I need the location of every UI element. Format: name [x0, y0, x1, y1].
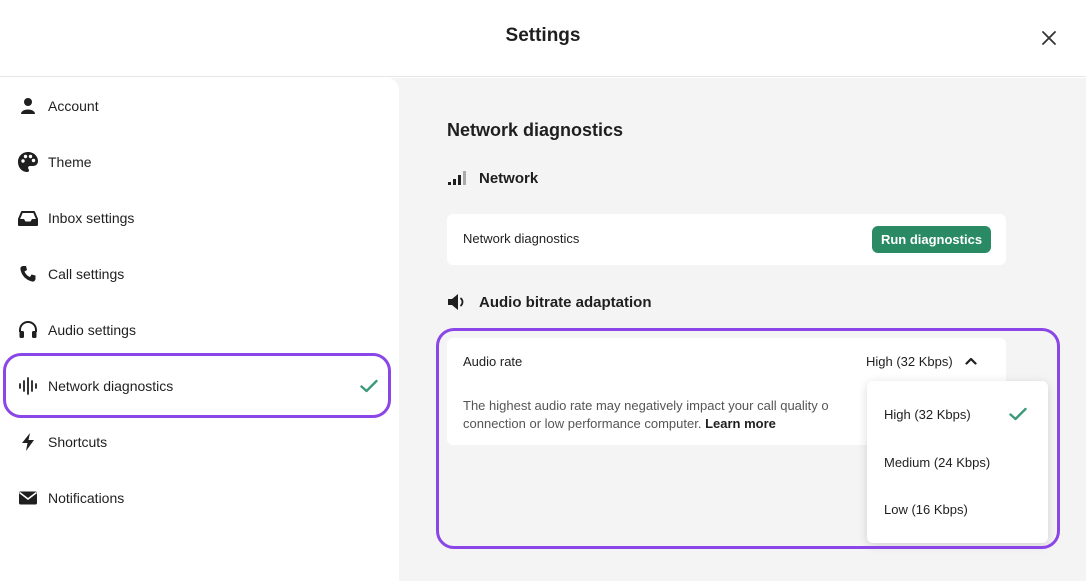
- close-button[interactable]: [1036, 25, 1062, 51]
- run-diagnostics-button[interactable]: Run diagnostics: [872, 226, 991, 253]
- sidebar-item-label: Account: [48, 98, 99, 114]
- sidebar-item-label: Network diagnostics: [48, 378, 174, 394]
- description-line-1: The highest audio rate may negatively im…: [463, 398, 829, 413]
- waveform-icon: [16, 374, 40, 398]
- audio-rate-select[interactable]: High (32 Kbps): [866, 351, 977, 371]
- lightning-icon: [16, 430, 40, 454]
- speaker-icon: [447, 292, 471, 312]
- sidebar-item-label: Inbox settings: [48, 210, 135, 226]
- settings-header: Settings: [0, 0, 1086, 77]
- sidebar-item-label: Shortcuts: [48, 434, 108, 450]
- audio-bitrate-heading: Audio bitrate adaptation: [447, 292, 652, 312]
- chevron-up-icon: [965, 357, 977, 365]
- network-heading: Network: [447, 168, 538, 188]
- sidebar-item-inbox-settings[interactable]: Inbox settings: [0, 198, 399, 238]
- sidebar-item-theme[interactable]: Theme: [0, 142, 399, 182]
- checkmark-icon: [1008, 404, 1028, 424]
- sidebar-item-label: Call settings: [48, 266, 125, 282]
- page-title: Settings: [505, 25, 581, 46]
- section-title: Network diagnostics: [447, 120, 624, 140]
- sidebar-item-account[interactable]: Account: [0, 86, 399, 126]
- inbox-icon: [16, 206, 40, 230]
- network-diagnostics-label: Network diagnostics: [463, 231, 580, 246]
- sidebar-item-call-settings[interactable]: Call settings: [0, 254, 399, 294]
- sidebar-item-label: Audio settings: [48, 322, 136, 338]
- sidebar-item-shortcuts[interactable]: Shortcuts: [0, 422, 399, 462]
- audio-rate-dropdown: High (32 Kbps) Medium (24 Kbps) Low (16 …: [867, 381, 1048, 543]
- sidebar-item-notifications[interactable]: Notifications: [0, 478, 399, 518]
- option-label: Medium (24 Kbps): [884, 454, 991, 470]
- audio-rate-selected-value: High (32 Kbps): [866, 353, 953, 369]
- audio-rate-label: Audio rate: [463, 354, 523, 369]
- learn-more-link[interactable]: Learn more: [705, 416, 776, 431]
- headset-icon: [16, 318, 40, 342]
- sidebar-item-label: Theme: [48, 154, 92, 170]
- phone-icon: [16, 262, 40, 286]
- sidebar-item-label: Notifications: [48, 490, 125, 506]
- close-icon: [1042, 31, 1056, 45]
- option-label: High (32 Kbps): [884, 406, 971, 422]
- description-line-2: connection or low performance computer.: [463, 416, 702, 431]
- signal-bars-icon: [447, 168, 471, 188]
- network-heading-label: Network: [479, 169, 539, 187]
- sidebar-item-network-diagnostics[interactable]: Network diagnostics: [0, 366, 399, 406]
- dropdown-option-high[interactable]: High (32 Kbps): [867, 394, 1048, 434]
- palette-icon: [16, 150, 40, 174]
- sidebar-item-audio-settings[interactable]: Audio settings: [0, 310, 399, 350]
- option-label: Low (16 Kbps): [884, 501, 968, 517]
- checkmark-icon: [358, 375, 380, 397]
- dropdown-option-medium[interactable]: Medium (24 Kbps): [867, 442, 1048, 482]
- audio-bitrate-heading-label: Audio bitrate adaptation: [479, 293, 652, 311]
- person-icon: [16, 94, 40, 118]
- dropdown-option-low[interactable]: Low (16 Kbps): [867, 489, 1048, 529]
- audio-rate-description: The highest audio rate may negatively im…: [463, 397, 863, 433]
- settings-sidebar: [0, 78, 399, 581]
- envelope-icon: [16, 486, 40, 510]
